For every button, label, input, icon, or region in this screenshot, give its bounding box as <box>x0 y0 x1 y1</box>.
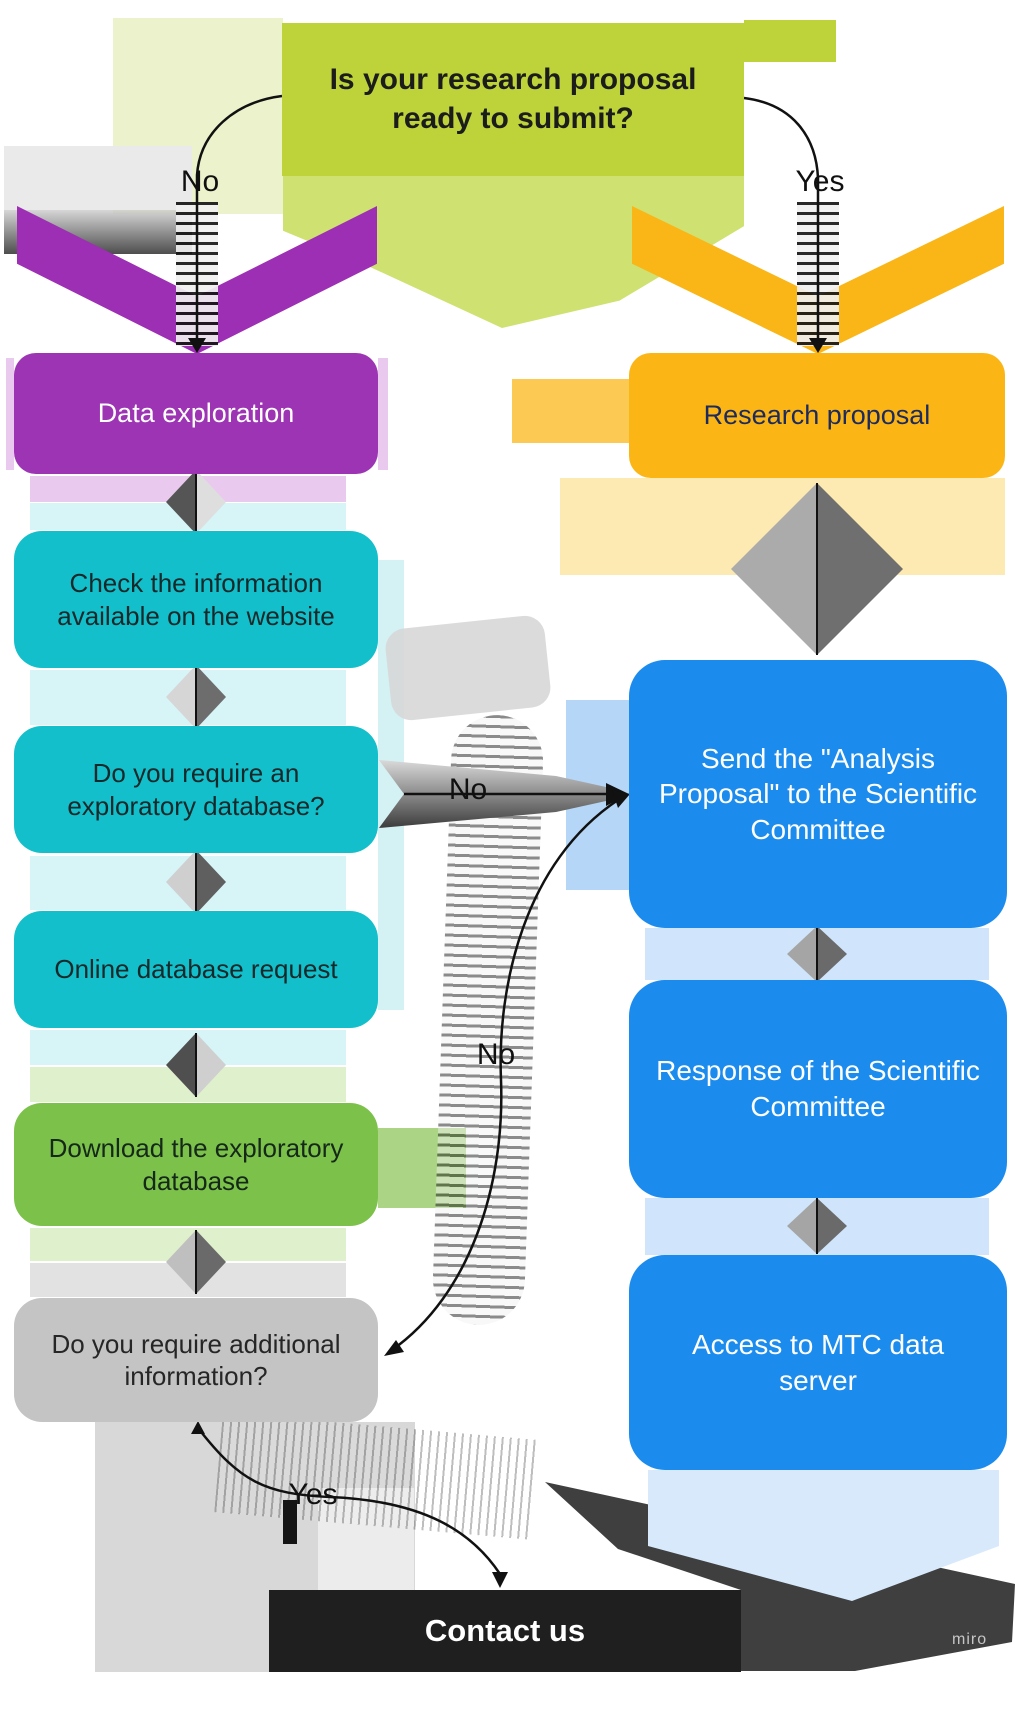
yes-main-label: Yes <box>795 165 845 198</box>
connector-diamonds-right <box>787 926 847 1254</box>
no-branch-curve <box>195 94 283 340</box>
question-box[interactable]: Is your research proposal ready to submi… <box>282 23 744 176</box>
no-additional-label: No <box>476 1038 516 1071</box>
gray-corner-block <box>4 146 192 210</box>
yes-branch-arrowhead <box>809 338 827 353</box>
miro-watermark: miro <box>952 1631 988 1648</box>
no-database-arrow <box>379 760 629 828</box>
lime-corner-block <box>744 20 836 62</box>
blue-tail-shape <box>648 1470 999 1601</box>
yes-branch-curve <box>743 96 820 340</box>
no-branch-arrowhead <box>188 338 206 353</box>
research-proposal-label: Research proposal <box>703 400 931 430</box>
connector-diamonds-left <box>166 470 226 1294</box>
online-database-request-box[interactable]: Online database request <box>14 911 378 1028</box>
data-server-access-label: Access to MTC data server <box>691 1328 945 1396</box>
yes-contact-arrowhead <box>492 1572 508 1588</box>
data-server-access-box[interactable]: Access to MTC data server <box>629 1255 1007 1470</box>
no-additional-tail <box>384 1340 404 1356</box>
no-database-label: No <box>448 773 488 806</box>
committee-response-box[interactable]: Response of the Scientific Committee <box>629 980 1007 1198</box>
check-information-label: Check the information available on the w… <box>57 568 335 631</box>
download-database-label: Download the exploratory database <box>48 1133 344 1196</box>
send-analysis-proposal-label: Send the "Analysis Proposal" to the Scie… <box>658 742 978 845</box>
no-additional-arrowhead <box>612 790 630 808</box>
orange-side-band <box>512 379 629 443</box>
yes-dark-bar <box>283 1500 297 1544</box>
download-database-box[interactable]: Download the exploratory database <box>14 1103 378 1226</box>
additional-information-question-box[interactable]: Do you require additional information? <box>14 1298 378 1422</box>
check-information-box[interactable]: Check the information available on the w… <box>14 531 378 668</box>
data-exploration-label: Data exploration <box>97 398 295 428</box>
question-label: Is your research proposal ready to submi… <box>329 63 697 135</box>
data-exploration-box[interactable]: Data exploration <box>14 353 378 474</box>
committee-response-label: Response of the Scientific Committee <box>656 1055 980 1122</box>
big-connector-diamond <box>731 483 903 655</box>
send-analysis-proposal-box[interactable]: Send the "Analysis Proposal" to the Scie… <box>629 660 1007 928</box>
online-database-request-label: Online database request <box>54 954 338 985</box>
exploratory-database-question-box[interactable]: Do you require an exploratory database? <box>14 726 378 853</box>
research-proposal-box[interactable]: Research proposal <box>629 353 1005 478</box>
additional-information-question-label: Do you require additional information? <box>51 1328 341 1392</box>
exploratory-database-question-label: Do you require an exploratory database? <box>67 758 325 821</box>
yes-contact-label: Yes <box>288 1478 338 1511</box>
yes-contact-curve <box>197 1427 502 1575</box>
contact-us-box[interactable]: Contact us <box>269 1590 741 1672</box>
yes-contact-tail <box>191 1421 205 1434</box>
lavender-band <box>6 358 14 470</box>
no-main-label: No <box>180 165 220 198</box>
no-additional-curve <box>391 798 619 1352</box>
contact-us-label: Contact us <box>424 1613 586 1648</box>
lavender-band <box>378 358 388 470</box>
